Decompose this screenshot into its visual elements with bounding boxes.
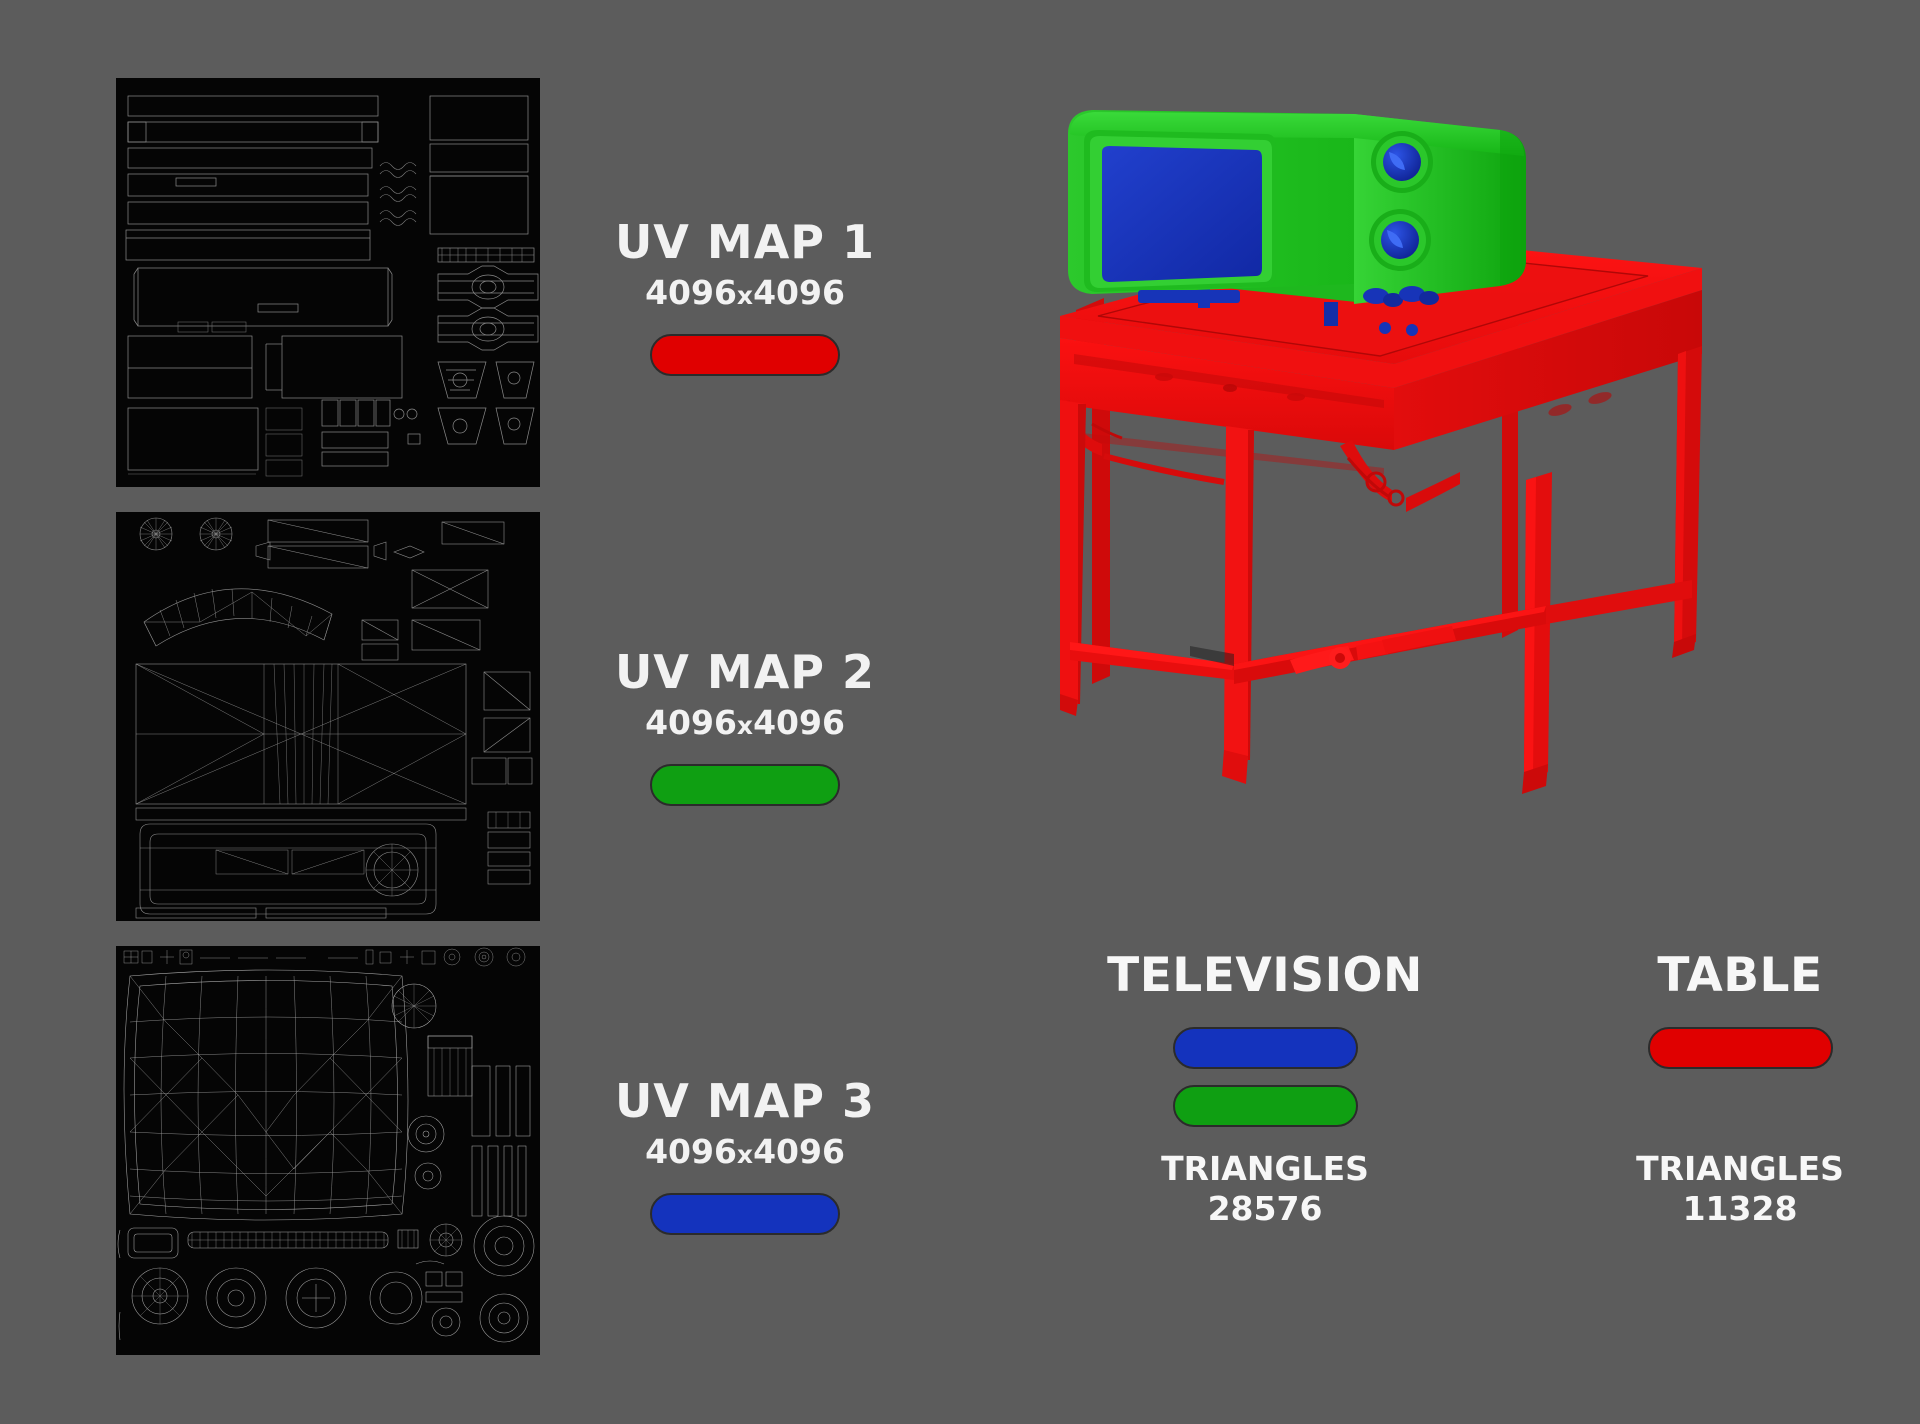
television-model [1068, 110, 1526, 336]
uv-map-1-color-swatch [650, 333, 840, 376]
uv-map-1-res-height: 4096 [753, 272, 845, 312]
television-triangles-count: 28576 [1207, 1189, 1323, 1229]
table-swatch-stack [1570, 1027, 1910, 1069]
table-triangles-label: TRIANGLES [1636, 1149, 1844, 1188]
tv-indicator-led-2 [1406, 324, 1418, 336]
table-triangles-count: 11328 [1682, 1189, 1798, 1229]
uv-layout-2-wireframe [135, 517, 533, 919]
tv-foot-front [1324, 302, 1338, 326]
television-triangles-label: TRIANGLES [1161, 1149, 1369, 1188]
uv-layout-3-wireframe [117, 947, 535, 1343]
television-color-swatch-blue [1172, 1027, 1358, 1069]
tv-control-buttons [1363, 286, 1439, 307]
uv-map-3-res-width: 4096 [645, 1131, 737, 1171]
uv-map-3-label-block: UV MAP 3 4096x4096 [590, 1077, 900, 1235]
uv-map-3-color-swatch [650, 1192, 840, 1235]
uv-layout-1-wireframe [125, 95, 539, 477]
television-on-table-render [1060, 110, 1702, 794]
uv-map-1-res-separator: x [736, 280, 754, 310]
table-title: TABLE [1657, 948, 1823, 1003]
uv-map-2-res-separator: x [736, 710, 754, 740]
model-render-viewport [1040, 80, 1860, 910]
uv-map-1-title: UV MAP 1 [614, 215, 876, 269]
tv-screen [1102, 146, 1262, 282]
tv-indicator-led-1 [1379, 322, 1391, 334]
television-color-swatch-green [1172, 1085, 1358, 1127]
television-swatch-stack [1095, 1027, 1435, 1127]
object-stats-television: TELEVISION TRIANGLES 28576 [1095, 952, 1435, 1230]
uv-map-thumbnail-2 [116, 512, 540, 921]
uv-map-2-res-height: 4096 [753, 702, 845, 742]
uv-map-2-res-width: 4096 [645, 702, 737, 742]
uv-map-2-resolution: 4096x4096 [590, 703, 900, 742]
uv-map-3-resolution: 4096x4096 [590, 1132, 900, 1171]
uv-map-2-color-swatch [650, 763, 840, 806]
object-stats-table: TABLE TRIANGLES 11328 [1570, 952, 1910, 1230]
uv-map-thumbnail-1 [116, 78, 540, 487]
table-model [1060, 234, 1702, 794]
uv-map-2-title: UV MAP 2 [614, 645, 876, 699]
uv-map-1-resolution: 4096x4096 [590, 273, 900, 312]
television-title: TELEVISION [1107, 948, 1423, 1003]
uv-map-thumbnail-3 [116, 946, 540, 1355]
uv-map-1-res-width: 4096 [645, 272, 737, 312]
uv-map-1-label-block: UV MAP 1 4096x4096 [590, 218, 900, 376]
uv-map-3-res-separator: x [736, 1139, 754, 1169]
tv-badge-bar [1138, 290, 1240, 303]
uv-map-3-res-height: 4096 [753, 1131, 845, 1171]
uv-map-3-title: UV MAP 3 [614, 1074, 876, 1128]
table-color-swatch-red [1647, 1027, 1833, 1069]
uv-map-2-label-block: UV MAP 2 4096x4096 [590, 648, 900, 806]
